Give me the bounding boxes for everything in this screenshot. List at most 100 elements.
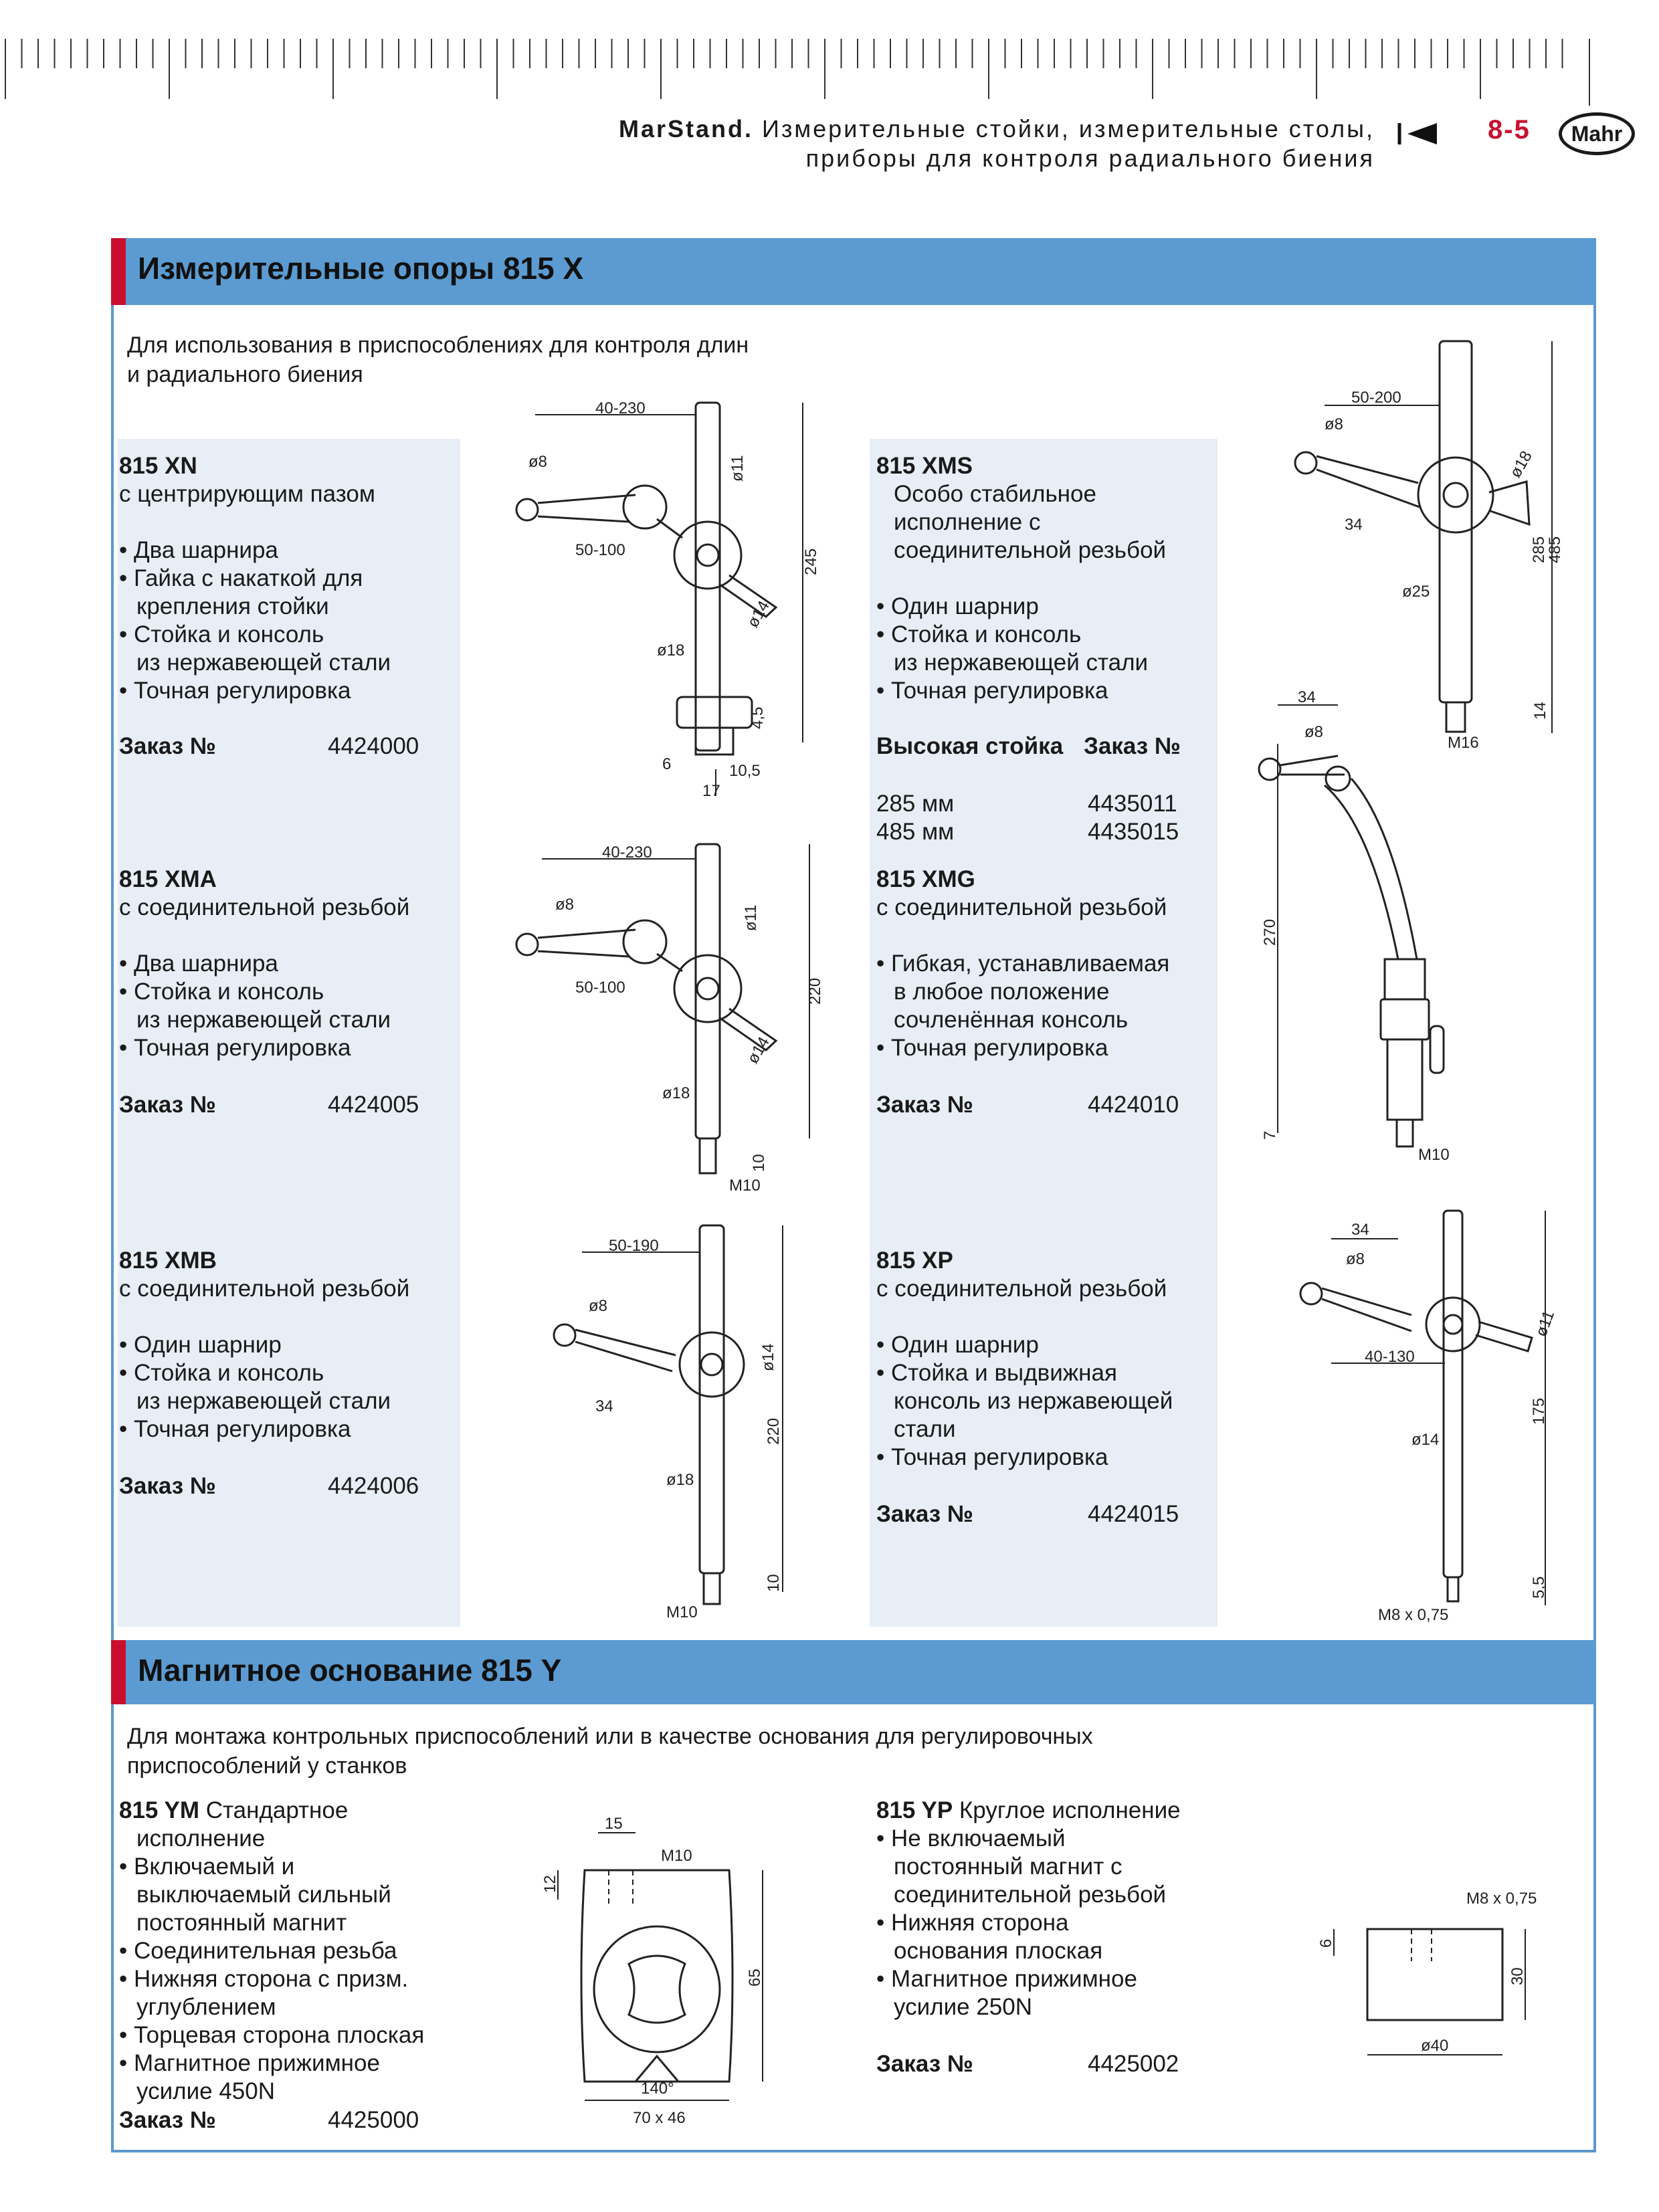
feature-item: из нержавеющей стали xyxy=(136,1388,391,1414)
header-title: Измерительные стойки, измерительные стол… xyxy=(762,115,1375,142)
feature-item: основания плоская xyxy=(894,1938,1103,1964)
dim-label: ø11 xyxy=(1532,1308,1558,1339)
order-height: 285 мм xyxy=(876,791,955,817)
dim-label: 34 xyxy=(1345,516,1363,534)
dim-label: 34 xyxy=(1298,688,1316,706)
right-column-bg xyxy=(870,439,1217,1627)
dim-label: 220 xyxy=(806,978,824,1005)
dim-label: 5,5 xyxy=(1530,1577,1548,1599)
dim-label: 285 xyxy=(1530,536,1548,563)
feature-item: из нержавеющей стали xyxy=(136,649,391,676)
order-row: Заказ № xyxy=(876,1092,973,1118)
product-subtitle: с соединительной резьбой xyxy=(876,1276,1167,1302)
dim-label: ø11 xyxy=(742,904,760,931)
dim-label: 34 xyxy=(595,1397,613,1415)
dim-label: 40-130 xyxy=(1365,1348,1415,1366)
header-line-2: приборы для контроля радиального биения xyxy=(805,144,1375,172)
dim-label: M8 x 0,75 xyxy=(1378,1606,1448,1624)
dim-label: 6 xyxy=(1318,1939,1335,1948)
feature-item: • Один шарнир xyxy=(119,1332,282,1358)
section1-intro-line: и радиального биения xyxy=(127,362,363,387)
feature-item: • Не включаемый xyxy=(876,1825,1066,1851)
dim-label: 50-200 xyxy=(1351,389,1401,407)
product-yp: 815 YP Круглое исполнение • Не включаемы… xyxy=(876,1797,1181,2021)
crop-ruler: + xyxy=(5,39,1590,106)
dim-label: 40-230 xyxy=(595,399,646,417)
dim-label: M10 xyxy=(661,1847,692,1865)
order-number: 4424010 xyxy=(1088,1092,1179,1118)
dim-label: ø18 xyxy=(666,1471,694,1489)
dim-label: M16 xyxy=(1448,734,1479,752)
feature-item: стали xyxy=(894,1416,956,1442)
yp-drawing: M8 x 0,75 6 30 ø40 xyxy=(1318,1890,1537,2055)
feature-item: • Точная регулировка xyxy=(876,678,1108,704)
xp-drawing: 34 ø8 ø11 40-130 175 ø14 5,5 M8 x 0,75 xyxy=(1299,1209,1558,1624)
section2-intro: Для монтажа контрольных приспособлений и… xyxy=(127,1722,1093,1781)
feature-item: • Стойка и консоль xyxy=(119,979,324,1005)
dim-label: 10 xyxy=(765,1574,783,1592)
order-row: Заказ № xyxy=(119,733,216,760)
feature-item: усилие 250N xyxy=(894,1994,1032,2020)
feature-item: • Включаемый и xyxy=(119,1853,295,1880)
ym-drawing: 15 M10 12 65 140° 70 x 46 xyxy=(541,1815,764,2127)
dim-label: M10 xyxy=(666,1603,698,1619)
dim-label: 15 xyxy=(605,1815,623,1833)
feature-item: • Два шарнира xyxy=(119,537,278,563)
product-ym: 815 YM Стандартное исполнение • Включаем… xyxy=(119,1797,424,2106)
dim-label: 70 x 46 xyxy=(633,2109,686,2127)
dim-label: 10 xyxy=(750,1154,768,1172)
dim-label: ø8 xyxy=(1346,1250,1365,1268)
section2-header: Магнитное основание 815 Y xyxy=(111,1640,1596,1704)
product-name: 815 XMS xyxy=(876,453,973,479)
dim-label: 220 xyxy=(765,1418,783,1445)
product-name: 815 XN xyxy=(119,453,197,479)
feature-item: соединительной резьбой xyxy=(894,1882,1167,1908)
dim-label: ø11 xyxy=(728,455,747,482)
order-number: 4435011 xyxy=(1088,791,1177,817)
order-label: Заказ № xyxy=(876,1092,973,1118)
product-xmb: 815 XMB с соединительной резьбой • Один … xyxy=(119,1247,409,1443)
dim-label: ø18 xyxy=(662,1084,690,1102)
feature-item: • Точная регулировка xyxy=(119,678,351,704)
dim-label: 10,5 xyxy=(729,762,761,780)
dim-label: ø40 xyxy=(1421,2037,1448,2055)
order-row: Заказ № xyxy=(119,1473,216,1500)
dim-label: 50-100 xyxy=(575,979,625,997)
product-subtitle: с соединительной резьбой xyxy=(119,1276,410,1302)
xn-drawing: 40-230 ø8 ø11 50-100 245 ø14 ø18 4,5 6 1… xyxy=(515,399,820,800)
section2-title: Магнитное основание 815 Y xyxy=(138,1653,562,1688)
order-label: Заказ № xyxy=(876,1501,973,1527)
order-number: 4424000 xyxy=(328,733,419,759)
order-header: Высокая стойка xyxy=(876,733,1063,760)
order-label: Заказ № xyxy=(119,733,216,759)
feature-item: из нержавеющей стали xyxy=(894,649,1149,676)
feature-item: • Два шарнира xyxy=(119,950,278,977)
dim-label: 4,5 xyxy=(749,707,767,729)
feature-item: • Нижняя сторона с призм. xyxy=(119,1966,409,1992)
feature-item: • Гайка с накаткой для xyxy=(119,565,363,591)
dim-label: 34 xyxy=(1351,1221,1369,1239)
feature-item: выключаемый сильный xyxy=(136,1882,391,1908)
dim-label: ø18 xyxy=(1506,448,1536,481)
section1-accent xyxy=(111,238,126,305)
dim-label: 140° xyxy=(641,2080,674,2098)
dim-label: 14 xyxy=(1531,702,1549,720)
feature-item: • Точная регулировка xyxy=(119,1035,351,1061)
back-arrow-icon xyxy=(1397,123,1437,144)
dim-label: 50-100 xyxy=(575,541,625,559)
feature-item: • Магнитное прижимное xyxy=(876,1966,1137,1992)
feature-item: • Точная регулировка xyxy=(119,1416,351,1442)
order-number: 4424006 xyxy=(328,1473,419,1499)
product-name: 815 XMG xyxy=(876,866,975,892)
feature-item: • Торцевая сторона плоская xyxy=(119,2022,425,2048)
feature-item: • Стойка и консоль xyxy=(119,1360,324,1386)
section2-intro-line: приспособлений у станков xyxy=(127,1753,407,1779)
order-label: Заказ № xyxy=(119,1092,216,1118)
dim-label: ø14 xyxy=(1411,1431,1439,1449)
section1-intro-line: Для использования в приспособлениях для … xyxy=(127,332,749,358)
order-row: Заказ № xyxy=(876,2051,973,2078)
order-row: Заказ № xyxy=(119,2107,216,2134)
product-subtitle: с соединительной резьбой xyxy=(119,894,410,920)
product-name: 815 XMA xyxy=(119,866,217,892)
dim-label: 50-190 xyxy=(609,1237,659,1255)
